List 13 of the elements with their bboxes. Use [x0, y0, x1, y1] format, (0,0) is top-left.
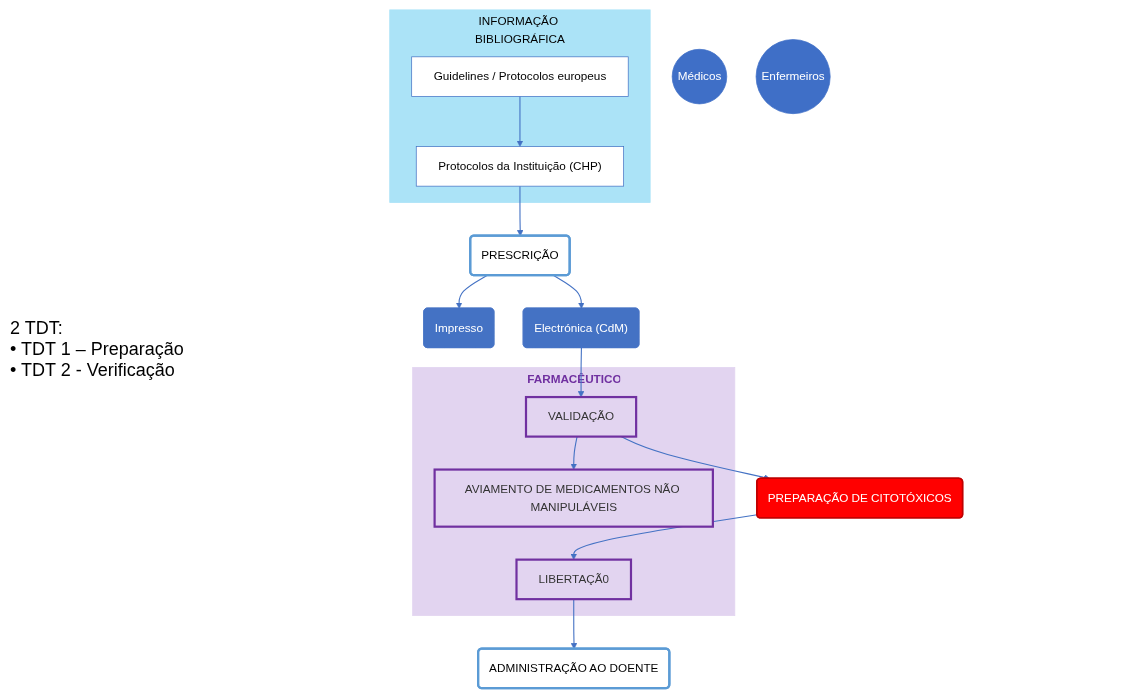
note-heading: 2 TDT:: [10, 317, 64, 339]
arrow: [516, 95, 523, 147]
node-circle: Médicos: [671, 48, 727, 105]
node-box: LIBERTAÇÃ0: [515, 558, 632, 601]
node-box: Guidelines / Protocolos europeus: [411, 56, 629, 97]
arrow: [577, 347, 585, 398]
bullet-item: • TDT 2 - Verificação: [10, 359, 176, 381]
node-box: AVIAMENTO DE MEDICAMENTOS NÃO MANIPULÁVEIS: [433, 468, 714, 528]
node-box: Protocolos da Instituição (CHP): [415, 146, 624, 187]
bullet-item: • TDT 1 – Preparação: [10, 338, 185, 360]
arrow: [570, 436, 578, 470]
node-circle: Enfermeiros: [755, 39, 831, 115]
node-box: VALIDAÇÃO: [524, 395, 638, 438]
